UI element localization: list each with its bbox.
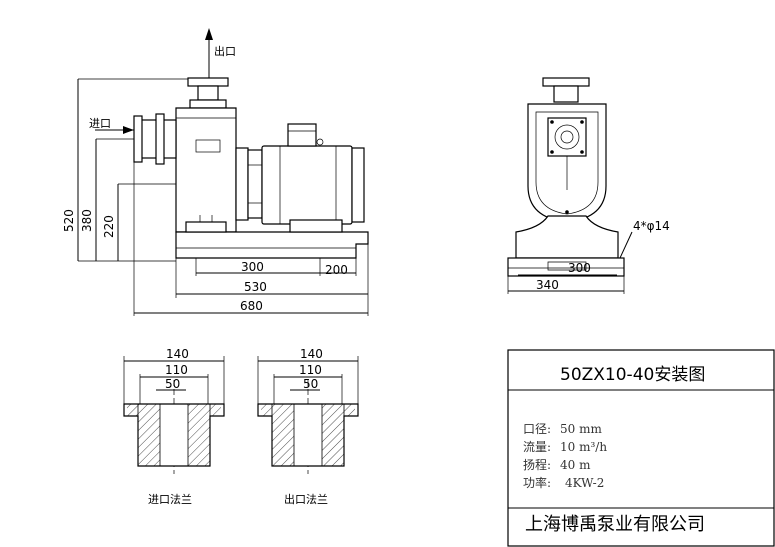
casing-plate <box>195 139 221 153</box>
spec-power-label: 功率: <box>523 475 551 490</box>
inlet-flange <box>133 115 143 163</box>
outlet-flange-detail: 140 110 50 出口法兰 <box>257 347 359 506</box>
motor-endcap <box>351 147 365 223</box>
end-view: 4*φ14 300 340 <box>507 77 670 294</box>
outlet-flange-label: 出口法兰 <box>284 492 328 506</box>
spec-flow-label: 流量: <box>523 440 551 454</box>
inlet-flange-detail: 140 110 50 进口法兰 <box>123 347 225 506</box>
outlet-arrowhead <box>205 28 213 40</box>
dim-520: 520 <box>62 209 76 232</box>
inlet-d110: 110 <box>165 363 188 377</box>
end-support <box>515 215 619 259</box>
motor <box>261 145 353 225</box>
dim-220: 220 <box>102 215 116 238</box>
terminal-box <box>287 123 317 147</box>
outlet-neck <box>197 85 219 101</box>
company-name: 上海博禹泵业有限公司 <box>525 514 705 535</box>
spec-power-value: 4KW-2 <box>565 476 604 490</box>
outlet-label: 出口 <box>214 44 236 58</box>
end-dim-340: 340 <box>536 278 559 292</box>
outlet-d140: 140 <box>300 347 323 361</box>
dim-200: 200 <box>325 263 348 277</box>
end-dim-300: 300 <box>568 261 591 275</box>
inlet-flange-label: 进口法兰 <box>148 492 192 506</box>
spec-bore-value: 50 mm <box>560 422 602 436</box>
dim-380: 380 <box>80 209 94 232</box>
pump-casing <box>175 107 237 233</box>
spec-bore-label: 口径: <box>523 422 551 436</box>
side-dimensions: 520 380 220 300 200 530 <box>62 78 369 316</box>
inlet-d140: 140 <box>166 347 189 361</box>
inlet-d50: 50 <box>165 377 180 391</box>
base-frame <box>175 231 369 259</box>
outlet-base-flange <box>189 99 227 109</box>
end-base <box>507 257 625 277</box>
dim-680: 680 <box>240 299 263 313</box>
spec-head-label: 扬程: <box>523 457 551 472</box>
end-outlet-flange <box>542 77 590 87</box>
outlet-d50: 50 <box>303 377 318 391</box>
side-view: 出口 进口 <box>62 28 369 316</box>
end-inlet-flange <box>547 117 587 157</box>
inlet-label: 进口 <box>89 117 111 130</box>
spec-flow-value: 10 m³/h <box>560 440 607 454</box>
spec-head-value: 40 m <box>560 458 591 472</box>
outlet-d110: 110 <box>299 363 322 377</box>
title-block: 50ZX10-40安装图 口径: 50 mm 流量: 10 m³/h 扬程: 4… <box>507 349 775 547</box>
drawing-title: 50ZX10-40安装图 <box>560 365 705 385</box>
dim-300: 300 <box>241 260 264 274</box>
outlet-flange <box>187 77 229 87</box>
coupling <box>247 149 263 219</box>
bracket <box>235 147 249 221</box>
dim-530: 530 <box>244 280 267 294</box>
hole-label: 4*φ14 <box>633 219 670 233</box>
